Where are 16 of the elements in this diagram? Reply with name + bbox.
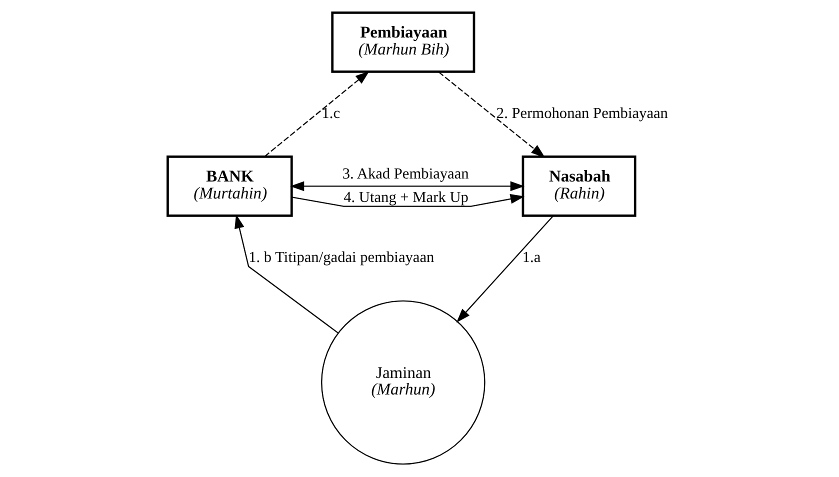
node-circle: Jaminan (Marhun) <box>320 300 485 465</box>
edge-label: 2. Permohonan Pembiayaan <box>496 105 668 122</box>
arrow <box>291 194 524 207</box>
arrow <box>264 70 369 157</box>
edge-label: 3. Akad Pembiayaan <box>342 165 468 182</box>
node-box: Nasabah (Rahin) <box>521 156 636 217</box>
edge-label: 1. b Titipan/gadai pembiayaan <box>248 249 434 266</box>
arrow <box>289 181 524 192</box>
node-box: BANK (Murtahin) <box>166 156 292 217</box>
edge-label: 4. Utang + Mark Up <box>343 189 468 206</box>
arrow <box>234 214 338 334</box>
node-box: Pembiayaan (Marhun Bih) <box>330 12 475 73</box>
edge-label: 1.a <box>522 249 540 266</box>
edge-label: 1.c <box>321 105 340 122</box>
arrow <box>438 72 545 158</box>
arrow <box>456 216 554 323</box>
